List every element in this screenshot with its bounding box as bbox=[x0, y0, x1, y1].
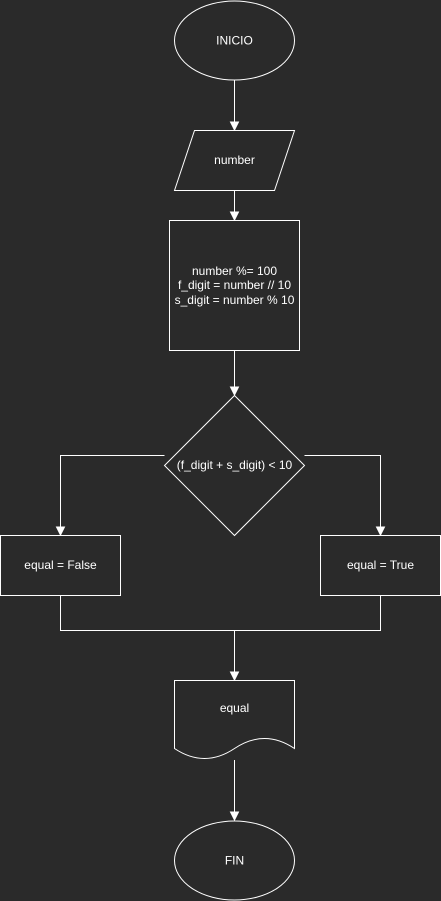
end-label: FIN bbox=[225, 854, 244, 868]
process-line-3: s_digit = number % 10 bbox=[175, 293, 295, 307]
false-branch-box bbox=[0, 535, 121, 596]
edge-false-to-merge bbox=[60, 596, 235, 631]
arrowhead-process bbox=[229, 211, 240, 222]
input-parallelogram bbox=[173, 130, 296, 191]
end-terminator bbox=[174, 820, 295, 901]
decision-diamond bbox=[163, 394, 306, 537]
process-line-1: number %= 100 bbox=[192, 264, 277, 278]
edge-true-to-merge bbox=[234, 596, 381, 631]
arrowhead-output bbox=[229, 671, 240, 682]
edge-decision-to-true bbox=[304, 455, 381, 528]
edge-decision-to-false bbox=[60, 455, 165, 528]
arrowhead-false bbox=[55, 526, 66, 537]
process-line-2: f_digit = number // 10 bbox=[178, 278, 291, 292]
start-label: INICIO bbox=[216, 34, 253, 48]
arrowhead-true bbox=[375, 526, 386, 537]
output-label: equal bbox=[220, 701, 249, 715]
output-document bbox=[174, 680, 295, 759]
decision-label: (f_digit + s_digit) < 10 bbox=[177, 458, 293, 472]
process-box bbox=[169, 220, 300, 351]
false-branch-label: equal = False bbox=[24, 558, 97, 572]
arrowhead-input bbox=[229, 121, 240, 132]
arrowhead-end bbox=[229, 811, 240, 822]
true-branch-label: equal = True bbox=[347, 558, 414, 572]
arrowhead-decision bbox=[229, 386, 240, 397]
input-label: number bbox=[214, 153, 255, 167]
